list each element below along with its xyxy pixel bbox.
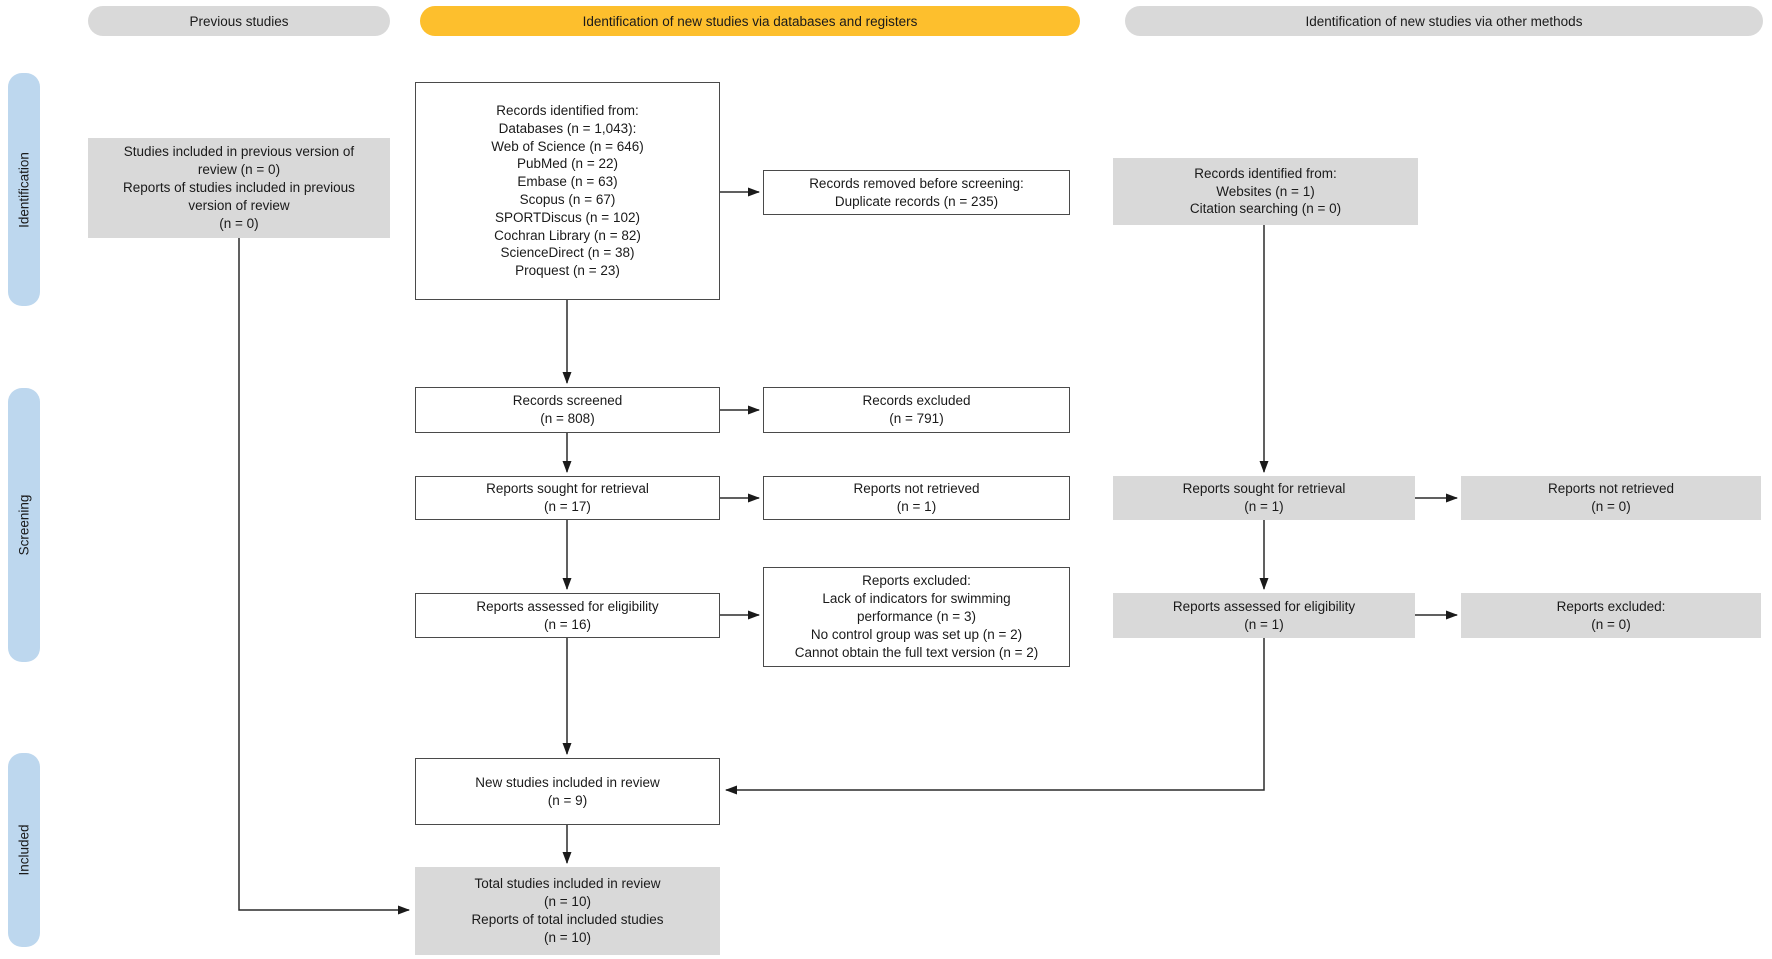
box-reports-not-retrieved-databases: Reports not retrieved (n = 1) (763, 476, 1070, 520)
arrow-previous-to-total (238, 238, 410, 915)
box-reports-assessed-databases: Reports assessed for eligibility (n = 16… (415, 593, 720, 638)
box-reports-sought-databases: Reports sought for retrieval (n = 17) (415, 476, 720, 520)
box-reports-excluded-databases: Reports excluded: Lack of indicators for… (763, 567, 1070, 667)
header-previous-studies: Previous studies (88, 6, 390, 36)
box-records-screened: Records screened (n = 808) (415, 387, 720, 433)
stage-bar-screening: Screening (8, 388, 40, 662)
box-total-studies-included: Total studies included in review (n = 10… (415, 867, 720, 955)
box-new-studies-included: New studies included in review (n = 9) (415, 758, 720, 825)
box-reports-sought-other: Reports sought for retrieval (n = 1) (1113, 476, 1415, 520)
stage-label-identification: Identification (16, 151, 32, 228)
box-records-identified-databases: Records identified from: Databases (n = … (415, 82, 720, 300)
box-records-identified-other: Records identified from: Websites (n = 1… (1113, 158, 1418, 225)
box-previous-studies: Studies included in previous version of … (88, 138, 390, 238)
stage-bar-identification: Identification (8, 73, 40, 306)
box-reports-not-retrieved-other: Reports not retrieved (n = 0) (1461, 476, 1761, 520)
header-databases-registers: Identification of new studies via databa… (420, 6, 1080, 36)
box-records-excluded: Records excluded (n = 791) (763, 387, 1070, 433)
box-reports-assessed-other: Reports assessed for eligibility (n = 1) (1113, 593, 1415, 638)
stage-bar-included: Included (8, 753, 40, 947)
box-records-removed: Records removed before screening: Duplic… (763, 170, 1070, 215)
header-other-methods: Identification of new studies via other … (1125, 6, 1763, 36)
stage-label-included: Included (16, 824, 32, 876)
stage-label-screening: Screening (16, 494, 32, 556)
box-reports-excluded-other: Reports excluded: (n = 0) (1461, 593, 1761, 638)
